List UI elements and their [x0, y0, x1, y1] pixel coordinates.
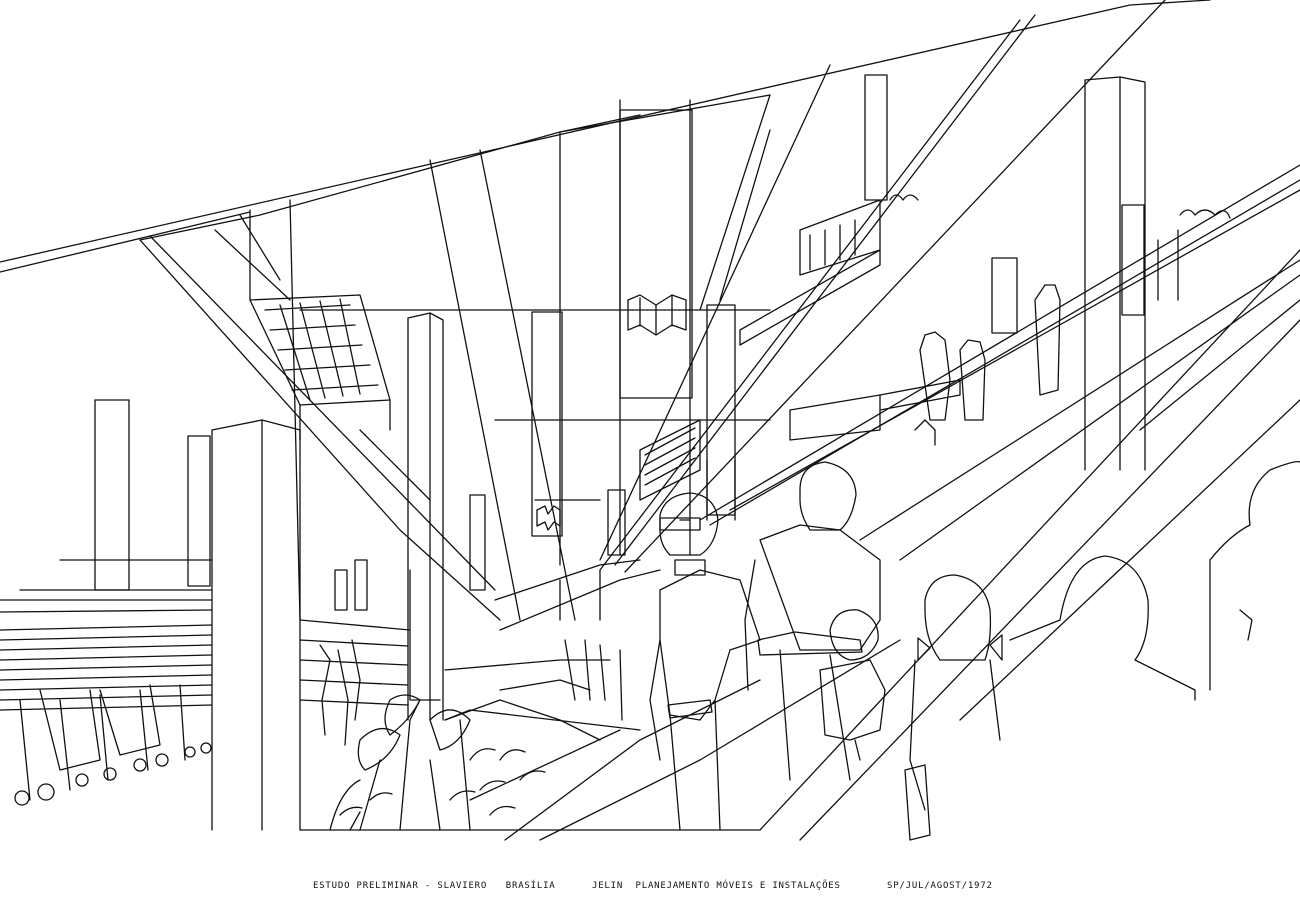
sales-floor-left: [0, 559, 213, 806]
escalators: [469, 0, 1300, 841]
upper-mezzanine-left: [139, 199, 501, 621]
columns: [211, 76, 1179, 831]
planter-foliage: [329, 694, 546, 831]
upper-level-shoppers: [889, 194, 1231, 446]
upper-mezzanine-right: [639, 199, 961, 501]
project-title: ESTUDO PRELIMINAR - SLAVIERO BRASÍLIA: [313, 881, 556, 891]
balustrade: [299, 709, 761, 831]
skylight-structure: [299, 64, 831, 621]
sales-floor-center: [299, 559, 661, 746]
ceiling-soffit: [0, 0, 1211, 273]
folded-book-logo-icon: [627, 294, 687, 336]
hanging-banners: [94, 74, 1145, 611]
office-name: JELIN PLANEJAMENTO MÓVEIS E INSTALAÇÕES: [592, 881, 841, 891]
drawing-date: SP/JUL/AGOST/1972: [887, 881, 993, 891]
foreground-shoppers: [649, 461, 1300, 841]
